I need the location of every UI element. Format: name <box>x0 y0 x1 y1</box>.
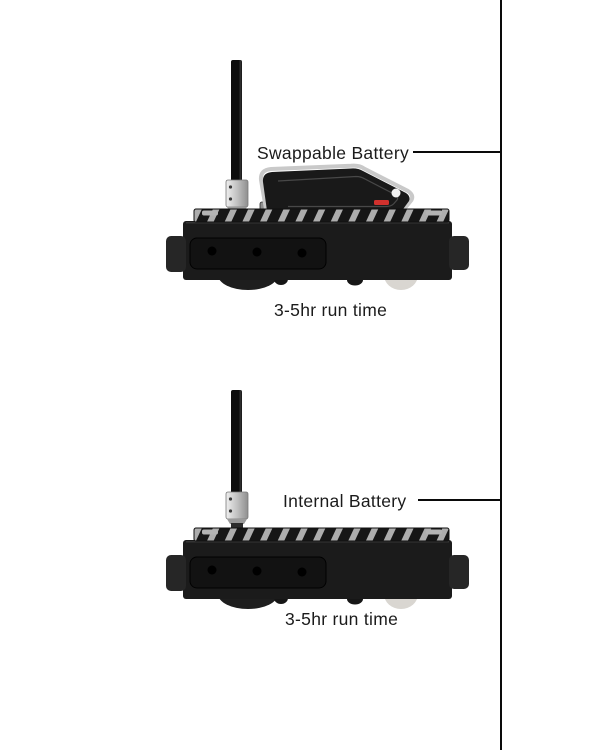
right-border-line <box>500 0 502 750</box>
antenna <box>225 390 249 529</box>
callout-line-internal-battery <box>418 499 501 501</box>
swappable-battery-pack <box>258 163 415 215</box>
caption-run-time-swappable: 3-5hr run time <box>274 300 388 320</box>
antenna <box>225 60 249 217</box>
rover-side-view-internal-battery <box>165 390 470 610</box>
rover-side-view-swappable-battery <box>165 60 470 291</box>
callout-label-swappable-battery: Swappable Battery <box>257 143 409 163</box>
callout-label-internal-battery: Internal Battery <box>283 491 407 511</box>
rover-chassis <box>165 527 470 610</box>
antenna-mount <box>225 491 249 529</box>
callout-line-swappable-battery <box>413 151 501 153</box>
caption-run-time-internal: 3-5hr run time <box>285 609 399 629</box>
rover-chassis <box>165 208 470 291</box>
